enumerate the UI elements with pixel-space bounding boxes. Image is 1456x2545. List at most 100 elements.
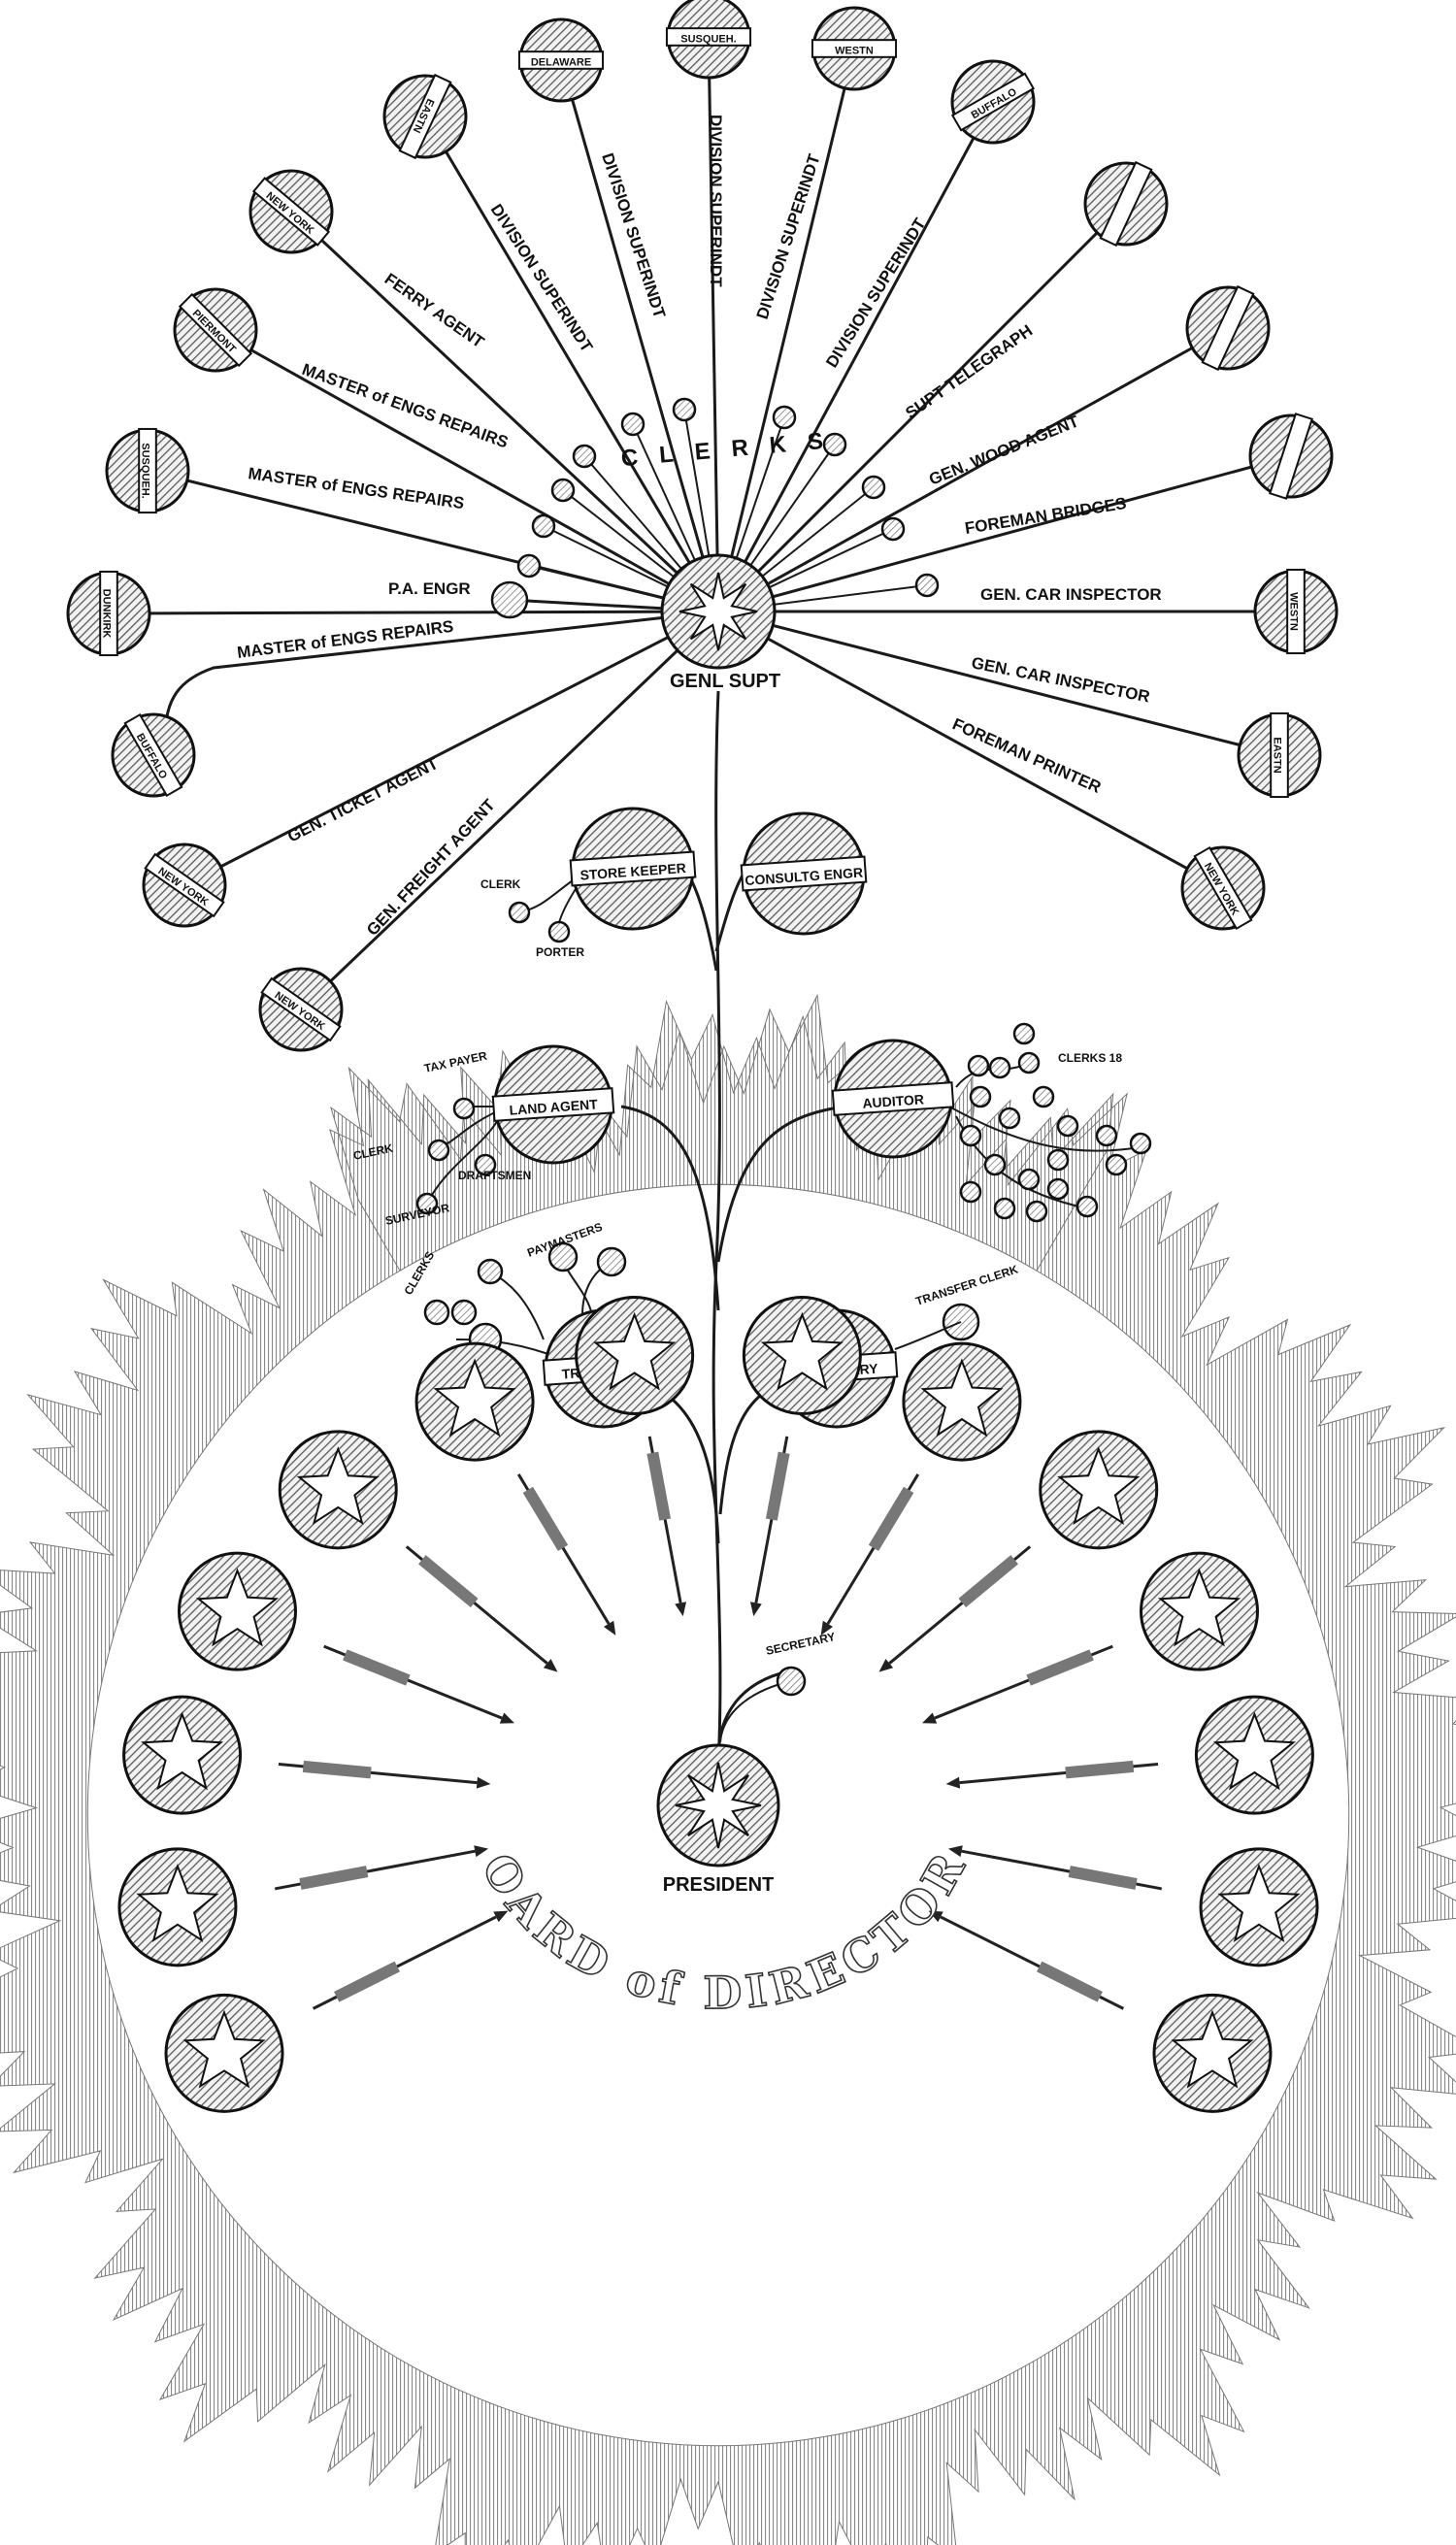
- staff-node: [1017, 1051, 1041, 1074]
- clerk-node: [880, 516, 906, 542]
- clerk-node: [550, 478, 576, 503]
- division-badge: [1083, 160, 1169, 248]
- staff-node: [1095, 1124, 1118, 1147]
- star-icon: [296, 1446, 380, 1526]
- store-keeper-node-text: STORE KEEPER: [579, 860, 686, 883]
- staff-node: [1025, 1200, 1048, 1223]
- staff-node: [477, 1258, 504, 1285]
- sub-branch: [948, 1106, 1151, 1152]
- star-icon: [1217, 1864, 1301, 1943]
- branch-line: [716, 101, 995, 612]
- staff-node: [1012, 1022, 1036, 1045]
- branch-label: GEN. TICKET AGENT: [284, 754, 442, 846]
- clerk-node: [572, 444, 597, 469]
- branch-line: [707, 36, 720, 612]
- president-label: PRESIDENT: [663, 1874, 774, 1896]
- staff-node: [547, 920, 571, 943]
- staff-node: [508, 901, 531, 924]
- branch-label: DIVISION SUPERINDT: [822, 215, 930, 371]
- star-icon: [141, 1711, 224, 1791]
- star-icon: [1212, 1711, 1296, 1791]
- arrow-fletching: [1026, 1649, 1094, 1686]
- staff-node: [1056, 1114, 1079, 1138]
- division-badge: [1185, 284, 1271, 372]
- division-badge: [1248, 413, 1334, 500]
- division-badge-text: WESTN: [835, 45, 874, 56]
- president-secretary-node: [776, 1666, 807, 1697]
- division-badge-text: SUSQUEH.: [680, 33, 736, 45]
- staff-node: [998, 1107, 1021, 1130]
- branch-label: MASTER of ENGS REPAIRS: [236, 617, 454, 662]
- staff-node: [474, 1153, 497, 1176]
- store-keeper-node: STORE KEEPER: [569, 807, 697, 931]
- star-icon: [1057, 1446, 1141, 1526]
- division-badge-text: DELAWARE: [531, 56, 591, 68]
- staff-node: [983, 1153, 1007, 1176]
- division-badge: NEW YORK: [248, 169, 334, 254]
- branch-line: [183, 610, 719, 887]
- branch-line: [108, 610, 719, 615]
- division-badge: NEW YORK: [258, 967, 344, 1052]
- clerk-node: [620, 412, 645, 437]
- branch-label: DIVISION SUPERINDT: [487, 201, 597, 356]
- star-icon: [675, 1762, 762, 1849]
- staff-node: [1032, 1085, 1055, 1108]
- land-agent-node-text: LAND AGENT: [509, 1096, 599, 1117]
- division-badge: SUSQUEH.: [105, 427, 190, 514]
- wreath-band: [0, 993, 1456, 2545]
- arrow-fletching: [646, 1451, 672, 1521]
- division-badge: DELAWARE: [517, 17, 605, 103]
- staff-label: TAX PAYER: [423, 1048, 489, 1074]
- arrow-head: [474, 1845, 489, 1858]
- staff-node: [1046, 1148, 1070, 1172]
- staff-node: [1046, 1177, 1070, 1201]
- land-agent-node: LAND AGENT: [491, 1044, 615, 1165]
- division-badge: PIERMONT: [173, 287, 258, 373]
- star-icon: [678, 572, 758, 651]
- branch-line: [289, 210, 720, 613]
- star-icon: [593, 1311, 677, 1391]
- branch-line: [559, 59, 720, 612]
- staff-label: CLERK: [480, 877, 521, 891]
- arrow-fletching: [299, 1866, 369, 1890]
- branch-label: DIVISION SUPERINDT: [753, 151, 824, 321]
- secretary-label: SECRETARY: [765, 1630, 837, 1658]
- pa-eng-node: [490, 580, 529, 619]
- main-stem: [711, 690, 722, 1768]
- staff-node: [969, 1085, 992, 1108]
- arrow-fletching: [418, 1555, 479, 1608]
- clerks-label: CLERKS: [620, 426, 845, 472]
- arrow-fletching: [958, 1555, 1018, 1608]
- division-badge: BUFFALO: [111, 712, 196, 798]
- arrow-fletching: [343, 1649, 411, 1686]
- staff-node: [967, 1054, 990, 1077]
- arrow-head: [493, 1910, 509, 1923]
- branch-line: [717, 610, 1224, 890]
- staff-node: [1129, 1132, 1152, 1155]
- branch-line: [299, 610, 720, 1011]
- division-badge: NEW YORK: [1180, 845, 1266, 931]
- branch-label: GEN. FREIGHT AGENT: [363, 795, 499, 939]
- star-icon: [760, 1311, 844, 1391]
- arrow-head: [476, 1776, 491, 1789]
- arrow-head: [947, 1845, 963, 1858]
- staff-node: [959, 1180, 982, 1204]
- arrow-head: [603, 1620, 616, 1636]
- clerk-node: [672, 397, 697, 422]
- arrow-head: [749, 1602, 762, 1617]
- star-icon: [182, 2009, 266, 2089]
- staff-node: [427, 1139, 450, 1162]
- staff-node: [423, 1299, 450, 1326]
- branch-line: [215, 328, 719, 613]
- staff-node: [547, 1241, 579, 1272]
- branch-label: DIVISION SUPERINDT: [707, 115, 725, 287]
- staff-node: [1017, 1168, 1041, 1191]
- division-badge: EASTN: [1237, 711, 1322, 799]
- arrow-head: [820, 1620, 834, 1636]
- division-badge: SUSQUEH.: [665, 0, 752, 80]
- transfer-link: [894, 1321, 962, 1350]
- arrow-fletching: [868, 1486, 914, 1551]
- staff-node: [959, 1124, 982, 1147]
- arrow-fletching: [1037, 1961, 1103, 2002]
